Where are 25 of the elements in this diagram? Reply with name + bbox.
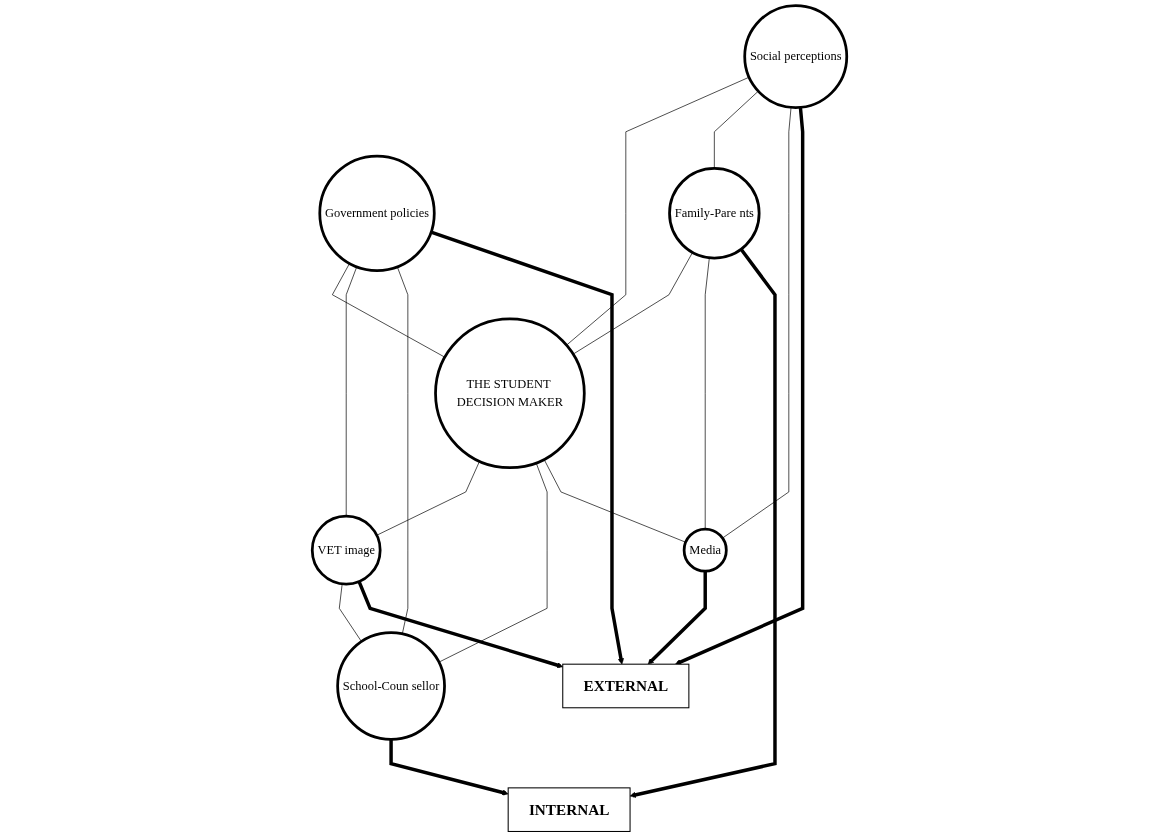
connector — [566, 76, 750, 346]
arrow — [647, 571, 707, 665]
node-circle: THE STUDENT DECISION MAKER — [434, 317, 586, 470]
node-circle: Family-Pare nts — [668, 167, 761, 260]
node-box: EXTERNAL — [562, 663, 690, 709]
connector — [722, 107, 792, 539]
arrow — [675, 107, 805, 665]
connector — [345, 266, 358, 517]
node-circle: Social perceptions — [743, 4, 849, 109]
connector — [438, 462, 548, 663]
arrow — [389, 739, 509, 796]
node-box: INTERNAL — [507, 787, 631, 832]
connector — [332, 263, 446, 358]
connector — [543, 459, 686, 543]
node-circle: School-Coun sellor — [336, 631, 446, 741]
arrow — [430, 230, 624, 665]
connector — [396, 266, 409, 635]
connector — [704, 257, 710, 530]
node-circle: VET image — [310, 514, 382, 586]
connector — [376, 460, 480, 536]
connector — [572, 252, 693, 355]
node-circle: Government policies — [318, 154, 436, 272]
connector — [338, 583, 362, 642]
connector — [714, 90, 759, 169]
node-circle: Media — [682, 527, 728, 573]
